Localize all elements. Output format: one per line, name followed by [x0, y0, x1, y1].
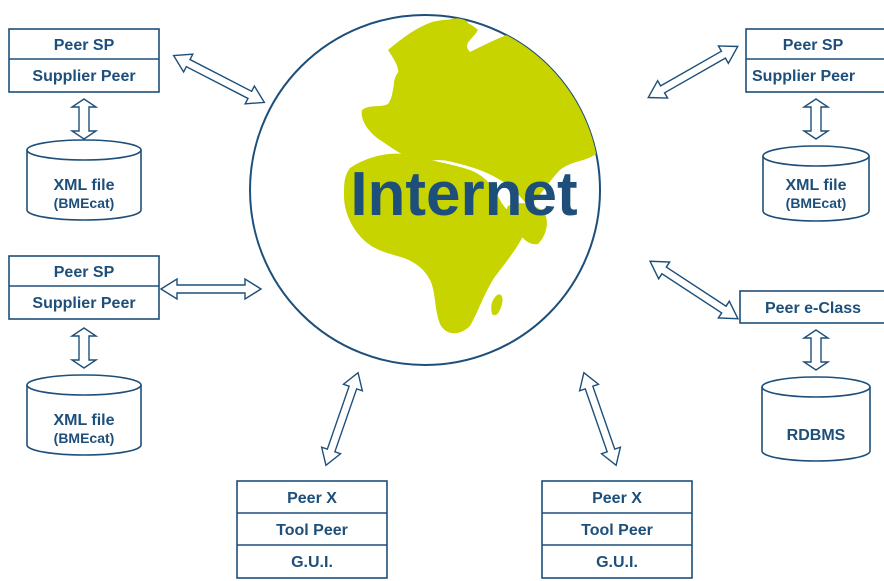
internet-globe: Internet [249, 14, 601, 366]
database-sublabel: (BMEcat) [54, 430, 115, 446]
database-cylinder-body [762, 156, 870, 222]
rdbms-database: RDBMS [761, 376, 871, 462]
peer-footer: G.U.I. [596, 554, 638, 571]
database-label: RDBMS [787, 427, 846, 444]
supplier-peer-mid-left[interactable]: Peer SP Supplier Peer [8, 255, 160, 320]
peer-subtitle: Supplier Peer [32, 295, 135, 312]
link-arrow-eclass [643, 252, 745, 328]
database-sublabel: (BMEcat) [786, 195, 847, 211]
xml-database-top-right: XML file (BMEcat) [762, 145, 870, 222]
link-arrow-top-right [642, 37, 744, 107]
peer-title: Peer SP [54, 37, 115, 54]
peer-box [236, 480, 388, 579]
peer-subtitle: Supplier Peer [752, 68, 855, 85]
database-cylinder-top [761, 376, 871, 398]
africa-landmass [344, 153, 526, 334]
peer-title: Peer SP [783, 37, 844, 54]
connector-arrow [71, 327, 97, 369]
database-label: XML file [53, 412, 114, 429]
database-label: XML file [53, 177, 114, 194]
peer-box [739, 290, 884, 324]
peer-title: Peer SP [54, 264, 115, 281]
database-cylinder-top [762, 145, 870, 167]
database-label: XML file [785, 177, 846, 194]
xml-database-top-left: XML file (BMEcat) [26, 139, 142, 221]
madagascar-landmass [491, 294, 503, 316]
database-sublabel: (BMEcat) [54, 195, 115, 211]
connector-arrow [803, 98, 829, 140]
database-cylinder-body [761, 387, 871, 462]
database-cylinder-top [26, 374, 142, 396]
globe-continents [344, 18, 600, 334]
peer-box [8, 28, 160, 93]
eclass-peer[interactable]: Peer e-Class [739, 290, 884, 324]
link-arrow-top-left [168, 46, 270, 112]
connector-arrow [71, 98, 97, 140]
peer-title: Peer X [287, 490, 337, 507]
supplier-peer-top-right[interactable]: Peer SP Supplier Peer [745, 28, 884, 93]
connector-arrow [803, 329, 829, 371]
database-cylinder-top [26, 139, 142, 161]
link-arrow-mid-left [160, 278, 262, 300]
peer-box [541, 480, 693, 579]
scandinavia-landmass [435, 18, 468, 48]
link-arrow-tool-right [573, 368, 627, 470]
tool-peer-right[interactable]: Peer X Tool Peer G.U.I. [541, 480, 693, 579]
britain-landmass [393, 68, 411, 91]
peer-title: Peer e-Class [765, 300, 861, 317]
peer-subtitle: Supplier Peer [32, 68, 135, 85]
tool-peer-left[interactable]: Peer X Tool Peer G.U.I. [236, 480, 388, 579]
database-cylinder-body [26, 385, 142, 456]
peer-box [8, 255, 160, 320]
arabia-landmass [506, 203, 547, 245]
peer-footer: G.U.I. [291, 554, 333, 571]
link-arrow-tool-left [315, 368, 369, 470]
peer-title: Peer X [592, 490, 642, 507]
database-cylinder-body [26, 150, 142, 221]
peer-subtitle: Tool Peer [581, 522, 653, 539]
internet-label: Internet [350, 160, 577, 229]
supplier-peer-top-left[interactable]: Peer SP Supplier Peer [8, 28, 160, 93]
peer-subtitle: Tool Peer [276, 522, 348, 539]
peer-box [745, 28, 884, 93]
xml-database-mid-left: XML file (BMEcat) [26, 374, 142, 456]
